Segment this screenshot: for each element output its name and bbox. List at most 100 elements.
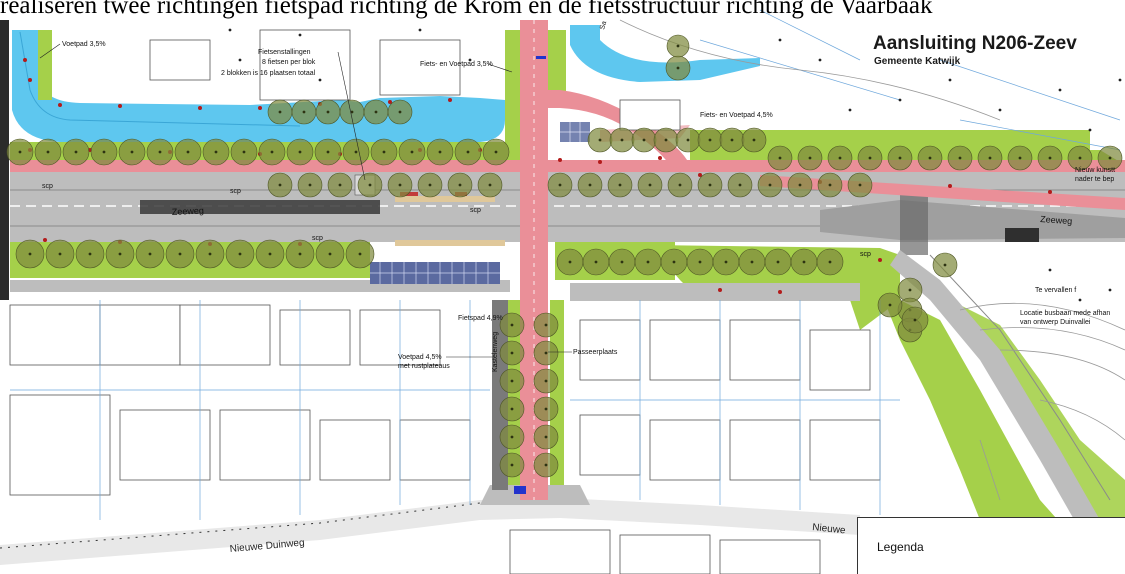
tree-trunk-dot bbox=[620, 260, 624, 264]
tree-trunk-dot bbox=[648, 183, 652, 187]
tree-trunk-dot bbox=[510, 463, 514, 467]
road-code-4: scp bbox=[312, 235, 323, 242]
tree-trunk-dot bbox=[270, 150, 274, 154]
tree-trunk-dot bbox=[382, 150, 386, 154]
tree-trunk-dot bbox=[268, 252, 272, 256]
label-passeerplaats: Passeerplaats bbox=[573, 349, 618, 356]
tree-trunk-dot bbox=[488, 183, 492, 187]
tree-trunk-dot bbox=[354, 150, 358, 154]
tree-trunk-dot bbox=[544, 323, 548, 327]
plan-title: Aansluiting N206-Zeev bbox=[873, 33, 1077, 54]
tree-trunk-dot bbox=[46, 150, 50, 154]
tree-trunk-dot bbox=[620, 138, 624, 142]
tree-trunk-dot bbox=[838, 156, 842, 160]
legend-panel: Legenda bbox=[857, 517, 1125, 574]
label-voetpad-45-1: Voetpad 4,5% bbox=[398, 354, 442, 361]
tree-trunk-dot bbox=[374, 110, 378, 114]
tree-trunk-dot bbox=[1078, 156, 1082, 160]
east-service-road bbox=[570, 283, 860, 301]
tree-trunk-dot bbox=[510, 435, 514, 439]
plan-subtitle: Gemeente Katwijk bbox=[874, 56, 961, 67]
tree-trunk-dot bbox=[544, 351, 548, 355]
legend-title: Legenda bbox=[877, 540, 924, 554]
tree-trunk-dot bbox=[664, 138, 668, 142]
tree-trunk-dot bbox=[928, 156, 932, 160]
tree-trunk-dot bbox=[672, 260, 676, 264]
tree-trunk-dot bbox=[588, 183, 592, 187]
tree-trunk-dot bbox=[708, 183, 712, 187]
tree-trunk-dot bbox=[594, 260, 598, 264]
tree-trunk-dot bbox=[208, 252, 212, 256]
tree-trunk-dot bbox=[858, 183, 862, 187]
tree-trunk-dot bbox=[698, 260, 702, 264]
tree-trunk-dot bbox=[398, 183, 402, 187]
label-fiets-voetpad-top: Fiets- en Voetpad 3,5% bbox=[420, 61, 493, 68]
tree-trunk-dot bbox=[308, 183, 312, 187]
label-voetpad-45-2: met rustplateaus bbox=[398, 363, 450, 370]
nieuwe-duinweg-road bbox=[0, 498, 860, 565]
tree-trunk-dot bbox=[238, 252, 242, 256]
tree-trunk-dot bbox=[148, 252, 152, 256]
tree-trunk-dot bbox=[510, 323, 514, 327]
tree-trunk-dot bbox=[18, 150, 22, 154]
tree-trunk-dot bbox=[358, 252, 362, 256]
label-fietsenstallingen-3: 2 blokken is 16 plaatsen totaal bbox=[221, 70, 316, 77]
tree-trunk-dot bbox=[943, 263, 947, 267]
tree-trunk-dot bbox=[988, 156, 992, 160]
tree-trunk-dot bbox=[74, 150, 78, 154]
tree-trunk-dot bbox=[278, 110, 282, 114]
blue-marker-north bbox=[536, 56, 546, 59]
diagonal-road bbox=[890, 250, 1100, 530]
tree-trunk-dot bbox=[1048, 156, 1052, 160]
tree-trunk-dot bbox=[214, 150, 218, 154]
road-code-3: scp bbox=[470, 207, 481, 214]
tree-trunk-dot bbox=[302, 110, 306, 114]
label-fietsenstallingen-2: 8 fietsen per blok bbox=[262, 59, 316, 66]
road-label-zeeweg-west: Zeeweg bbox=[172, 205, 205, 217]
road-label-nieuwe-right: Nieuwe bbox=[812, 522, 847, 536]
tree-trunk-dot bbox=[752, 138, 756, 142]
annotations: Voetpad 3,5% Fietsenstallingen 8 fietsen… bbox=[39, 20, 1115, 370]
tree-trunk-dot bbox=[368, 183, 372, 187]
label-fietsenstallingen-1: Fietsenstallingen bbox=[258, 49, 311, 56]
tree-trunk-dot bbox=[828, 183, 832, 187]
map-caption: realiseren twee richtingen fietspad rich… bbox=[0, 0, 933, 19]
tree-trunk-dot bbox=[724, 260, 728, 264]
tree-layer bbox=[6, 34, 1123, 478]
tree-trunk-dot bbox=[28, 252, 32, 256]
tree-trunk-dot bbox=[958, 156, 962, 160]
tree-trunk-dot bbox=[913, 318, 917, 322]
map-left-edge bbox=[0, 20, 9, 300]
tree-trunk-dot bbox=[102, 150, 106, 154]
tree-trunk-dot bbox=[510, 351, 514, 355]
tree-trunk-dot bbox=[1108, 156, 1112, 160]
tree-trunk-dot bbox=[544, 463, 548, 467]
tree-trunk-dot bbox=[326, 150, 330, 154]
tree-trunk-dot bbox=[186, 150, 190, 154]
tree-trunk-dot bbox=[750, 260, 754, 264]
road-label-zeeweg-east: Zeeweg bbox=[1040, 214, 1073, 226]
tree-trunk-dot bbox=[410, 150, 414, 154]
tree-trunk-dot bbox=[730, 138, 734, 142]
nieuwe-duinweg-dots bbox=[0, 502, 481, 549]
tree-trunk-dot bbox=[558, 183, 562, 187]
road-code-1: scp bbox=[42, 183, 53, 190]
tree-trunk-dot bbox=[88, 252, 92, 256]
tree-trunk-dot bbox=[544, 407, 548, 411]
tree-trunk-dot bbox=[798, 183, 802, 187]
tree-trunk-dot bbox=[888, 303, 892, 307]
tree-trunk-dot bbox=[828, 260, 832, 264]
blue-marker-south bbox=[514, 486, 526, 494]
tree-trunk-dot bbox=[398, 110, 402, 114]
tree-trunk-dot bbox=[278, 183, 282, 187]
tree-trunk-dot bbox=[598, 138, 602, 142]
tree-trunk-dot bbox=[298, 252, 302, 256]
tree-trunk-dot bbox=[510, 407, 514, 411]
tree-trunk-dot bbox=[618, 183, 622, 187]
tree-trunk-dot bbox=[808, 156, 812, 160]
tree-trunk-dot bbox=[778, 156, 782, 160]
tree-trunk-dot bbox=[298, 150, 302, 154]
tree-trunk-dot bbox=[738, 183, 742, 187]
tree-trunk-dot bbox=[544, 379, 548, 383]
